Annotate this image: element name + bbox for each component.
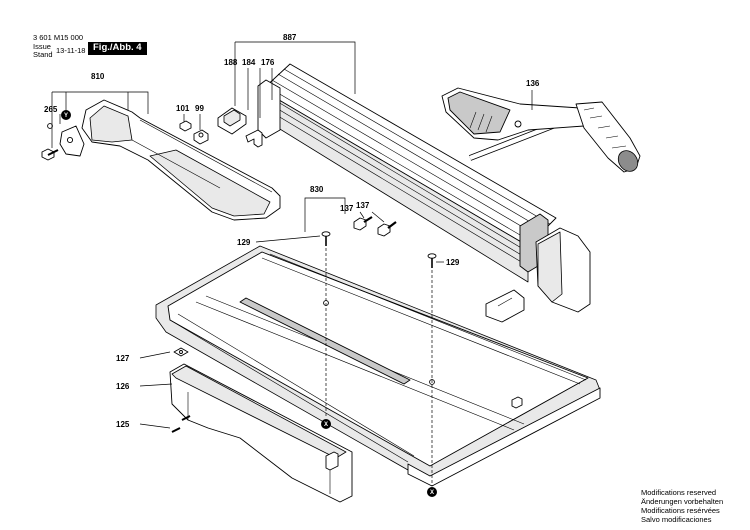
part-label-830: 830 (310, 185, 324, 194)
part-label-127: 127 (116, 354, 130, 363)
table-830 (155, 245, 601, 487)
hidden-axis-lines (325, 248, 433, 486)
part-label-101: 101 (176, 104, 190, 113)
part-label-176: 176 (261, 58, 275, 67)
blade-guard-810 (41, 99, 281, 221)
figure-label: Fig./Abb. 4 (88, 42, 147, 55)
leader-lines (51, 41, 533, 429)
issue-date: 13-11-18 (56, 46, 86, 55)
marker-x-1: X (324, 422, 328, 428)
part-label-887: 887 (283, 33, 297, 42)
part-label-99: 99 (195, 104, 204, 113)
marker-x-2: X (430, 490, 434, 496)
part-label-129-b: 129 (446, 258, 460, 267)
part-label-265: 265 (44, 105, 58, 114)
note-line: Modifications resérvées (641, 506, 720, 515)
part-label-126: 126 (116, 382, 130, 391)
document-number: 3 601 M15 000 (33, 33, 84, 42)
stand-label: Stand (33, 50, 53, 59)
foot-126 (169, 347, 353, 503)
part-label-137-a: 137 (340, 204, 354, 213)
modification-notes: Modifications reserved Änderungen vorbeh… (641, 488, 723, 524)
part-label-137-b: 137 (356, 201, 370, 210)
part-label-188: 188 (224, 58, 238, 67)
part-label-810: 810 (91, 72, 105, 81)
part-label-184: 184 (242, 58, 256, 67)
marker-y: Y (64, 113, 68, 119)
clamp-parts-188-184 (217, 107, 263, 148)
part-label-125: 125 (116, 420, 130, 429)
part-label-129-a: 129 (237, 238, 251, 247)
part-label-136: 136 (526, 79, 540, 88)
issue-label: Issue (33, 42, 51, 51)
handle-136 (441, 87, 641, 173)
note-line: Salvo modificaciones (641, 515, 712, 524)
note-line: Änderungen vorbehalten (641, 497, 724, 506)
screws-137-129 (321, 216, 437, 268)
note-line: Modifications reserved (641, 488, 717, 497)
rip-fence-887 (257, 63, 591, 323)
